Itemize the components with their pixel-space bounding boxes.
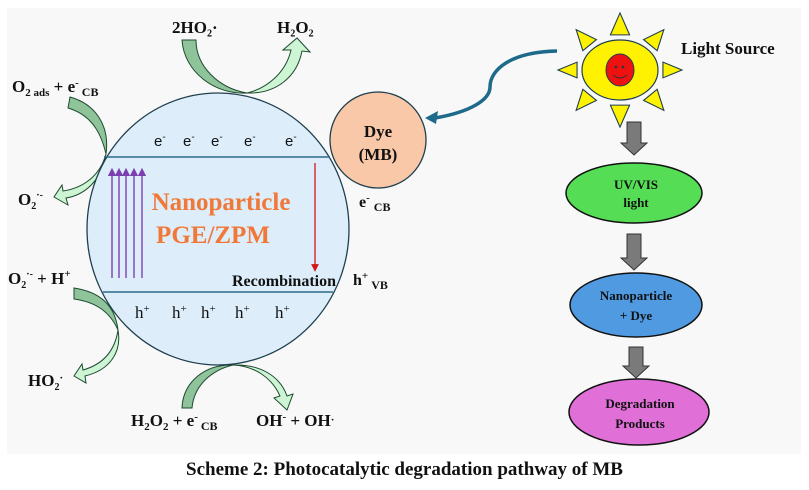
nanoparticle-title-line1: Nanoparticle: [152, 189, 291, 216]
sun-rays: [556, 11, 684, 129]
left-upper-product-label: O2·-: [18, 190, 43, 212]
photocatalysis-diagram: e-e-e-e-e- h+ h+ h+ h+ h+ Nanoparticle PGE/Z…: [8, 11, 775, 446]
electron: e-: [183, 132, 195, 150]
light-curve-head: [425, 111, 438, 124]
hole: h+: [235, 303, 250, 322]
hole: h+: [135, 303, 150, 322]
electron: e-: [285, 132, 297, 150]
flow-step-uvvis: UV/VIS light: [565, 162, 703, 224]
sun-ray: [575, 28, 598, 52]
left-lower-reactant-label: O2·- + H+: [8, 268, 71, 291]
bottom-product-label: OH- + OH·: [256, 411, 334, 430]
bottom-reaction-arrow: [181, 364, 294, 411]
sun-face: [605, 53, 635, 87]
top-reaction-arrow-in: [181, 39, 248, 94]
flow-arrow: [621, 346, 651, 379]
left-upper-arrow-in: [67, 96, 108, 155]
nanoparticle-title-line2: PGE/ZPM: [156, 222, 270, 249]
sun-ray: [662, 61, 684, 79]
uvvis-line2: light: [623, 195, 649, 210]
top-reactant-label: 2HO₂·: [172, 18, 218, 37]
sun-eye-right: [621, 65, 625, 69]
hole-row: h+ h+ h+ h+ h+: [135, 303, 290, 322]
products-line1: Degradation: [605, 396, 675, 411]
electron-row: e-e-e-e-e-: [154, 132, 297, 150]
dye-label-line1: Dye: [364, 122, 393, 141]
sun-ray: [575, 88, 598, 112]
bottom-reactant-label: H2O2 + e- CB: [131, 411, 218, 433]
nanoparticle-body: [86, 92, 350, 366]
nano-dye-line2: + Dye: [620, 308, 653, 323]
hole: h+: [275, 303, 290, 322]
nano-dye-ellipse: [569, 272, 703, 338]
dye-ecb-label: e-CB: [359, 192, 390, 214]
left-lower-arrow-out: [73, 329, 120, 384]
left-upper-reactant-label: O2 ads + e- CB: [12, 77, 98, 99]
flow-arrow: [619, 233, 649, 271]
sun-ray: [609, 11, 631, 36]
left-lower-reaction-arrow: [73, 287, 120, 384]
top-product-label: H₂O₂: [277, 18, 314, 37]
dye-label-line2: (MB): [359, 145, 398, 164]
dye-circle: [329, 91, 427, 189]
flow-arrow: [619, 121, 649, 156]
products-line2: Products: [615, 416, 665, 431]
nanoparticle: e-e-e-e-e- h+ h+ h+ h+ h+ Nanoparticle PGE/Z…: [86, 92, 350, 366]
excitation-arrows: [107, 167, 147, 278]
sun-smile: [612, 74, 628, 79]
nano-dye-line1: Nanoparticle: [600, 288, 672, 303]
flow-step-products: Degradation Products: [568, 378, 710, 446]
top-reaction-arrow: [181, 37, 312, 94]
products-ellipse: [568, 378, 710, 446]
figure-caption: Scheme 2: Photocatalytic degradation pat…: [186, 459, 623, 480]
uvvis-line1: UV/VIS: [614, 177, 658, 192]
sun-ray: [556, 61, 578, 79]
electron: e-: [154, 132, 166, 150]
sun-icon: [556, 11, 684, 129]
recombination-label: Recombination: [232, 273, 336, 290]
light-to-dye-arrow: [425, 49, 558, 124]
sun-eye-left: [614, 65, 618, 69]
dye-hvb-label: h+VB: [353, 270, 388, 292]
light-curve: [434, 49, 558, 120]
top-reaction-arrow-out: [246, 37, 312, 94]
hole: h+: [201, 303, 216, 322]
left-lower-product-label: HO2·: [28, 371, 63, 393]
bottom-arrow-out: [232, 364, 294, 411]
flow-arrows: [619, 121, 651, 379]
hole: h+: [172, 303, 187, 322]
electron: e-: [244, 132, 256, 150]
dye-molecule: Dye (MB): [329, 91, 427, 189]
uvvis-ellipse: [565, 162, 703, 224]
light-source-label: Light Source: [681, 39, 775, 58]
sun-ray: [609, 104, 631, 129]
bottom-arrow-in: [181, 364, 234, 409]
electron: e-: [211, 132, 223, 150]
sun-ray: [642, 88, 665, 112]
sun-ray: [642, 28, 665, 52]
flow-step-nanoparticle-dye: Nanoparticle + Dye: [569, 272, 703, 338]
